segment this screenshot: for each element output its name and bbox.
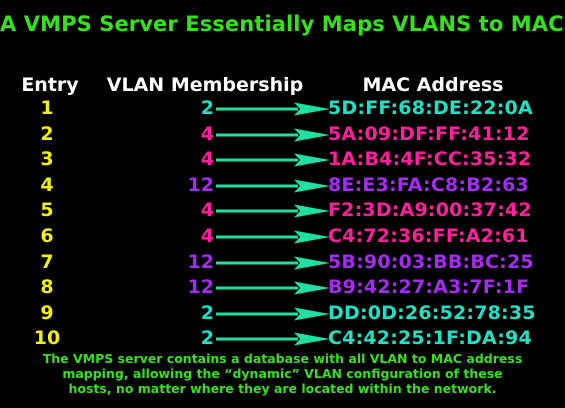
header-entry: Entry [21, 74, 79, 96]
footer-note: The VMPS server contains a database with… [10, 351, 555, 396]
vlan-number: 2 [200, 97, 214, 119]
table-row: 4 12 8E:E3:FA:C8:B2:63 [0, 173, 565, 199]
arrow-icon [216, 332, 330, 346]
table-row: 10 2 C4:42:25:1F:DA:94 [0, 326, 565, 352]
header-vlan-membership: VLAN Membership [106, 74, 304, 96]
vlan-number: 2 [200, 327, 214, 350]
mac-address: 5B:90:03:BB:BC:25 [328, 250, 534, 273]
vlan-number: 2 [200, 301, 214, 324]
table-row: 2 4 5A:09:DF:FF:41:12 [0, 122, 565, 148]
entry-number: 10 [33, 327, 61, 350]
mac-address: 5D:FF:68:DE:22:0A [328, 97, 533, 119]
mac-address: 1A:B4:4F:CC:35:32 [328, 148, 532, 171]
arrow-icon [216, 102, 330, 116]
entry-number: 9 [40, 301, 54, 324]
arrow-icon [216, 179, 330, 193]
vlan-number: 12 [187, 276, 214, 299]
arrow-icon [216, 307, 330, 321]
table-row: 6 4 C4:72:36:FF:A2:61 [0, 224, 565, 250]
header-mac-address: MAC Address [362, 74, 504, 96]
arrow-icon [216, 128, 330, 142]
table-row: 3 4 1A:B4:4F:CC:35:32 [0, 147, 565, 173]
mac-address: C4:72:36:FF:A2:61 [328, 224, 529, 247]
table-row: 9 2 DD:0D:26:52:78:35 [0, 301, 565, 327]
mac-address: 5A:09:DF:FF:41:12 [328, 122, 530, 145]
mac-address: DD:0D:26:52:78:35 [328, 301, 536, 324]
arrow-icon [216, 204, 330, 218]
table-row: 8 12 B9:42:27:A3:7F:1F [0, 275, 565, 301]
table-row: 1 2 5D:FF:68:DE:22:0A [0, 96, 565, 122]
mac-address: C4:42:25:1F:DA:94 [328, 327, 532, 350]
table-row: 5 4 F2:3D:A9:00:37:42 [0, 198, 565, 224]
vlan-number: 4 [200, 122, 214, 145]
entry-number: 3 [40, 148, 54, 171]
footer-line: hosts, no matter where they are located … [68, 381, 497, 396]
arrow-icon [216, 281, 330, 295]
arrow-icon [216, 256, 330, 270]
entry-number: 5 [40, 199, 54, 222]
mac-address: 8E:E3:FA:C8:B2:63 [328, 173, 529, 196]
table-row: 7 12 5B:90:03:BB:BC:25 [0, 250, 565, 276]
entry-number: 2 [40, 122, 54, 145]
footer-line: The VMPS server contains a database with… [42, 351, 523, 366]
mac-address: F2:3D:A9:00:37:42 [328, 199, 532, 222]
entry-number: 1 [40, 97, 54, 119]
vlan-number: 4 [200, 224, 214, 247]
arrow-icon [216, 230, 330, 244]
arrow-icon [216, 153, 330, 167]
vlan-number: 4 [200, 148, 214, 171]
diagram-title: A VMPS Server Essentially Maps VLANS to … [0, 12, 565, 36]
entry-number: 8 [40, 276, 54, 299]
vlan-number: 12 [187, 250, 214, 273]
entry-number: 7 [40, 250, 54, 273]
footer-line: mapping, allowing the “dynamic” VLAN con… [62, 366, 503, 381]
entry-number: 6 [40, 224, 54, 247]
entry-number: 4 [40, 173, 54, 196]
vlan-number: 4 [200, 199, 214, 222]
mac-address: B9:42:27:A3:7F:1F [328, 276, 530, 299]
vlan-number: 12 [187, 173, 214, 196]
